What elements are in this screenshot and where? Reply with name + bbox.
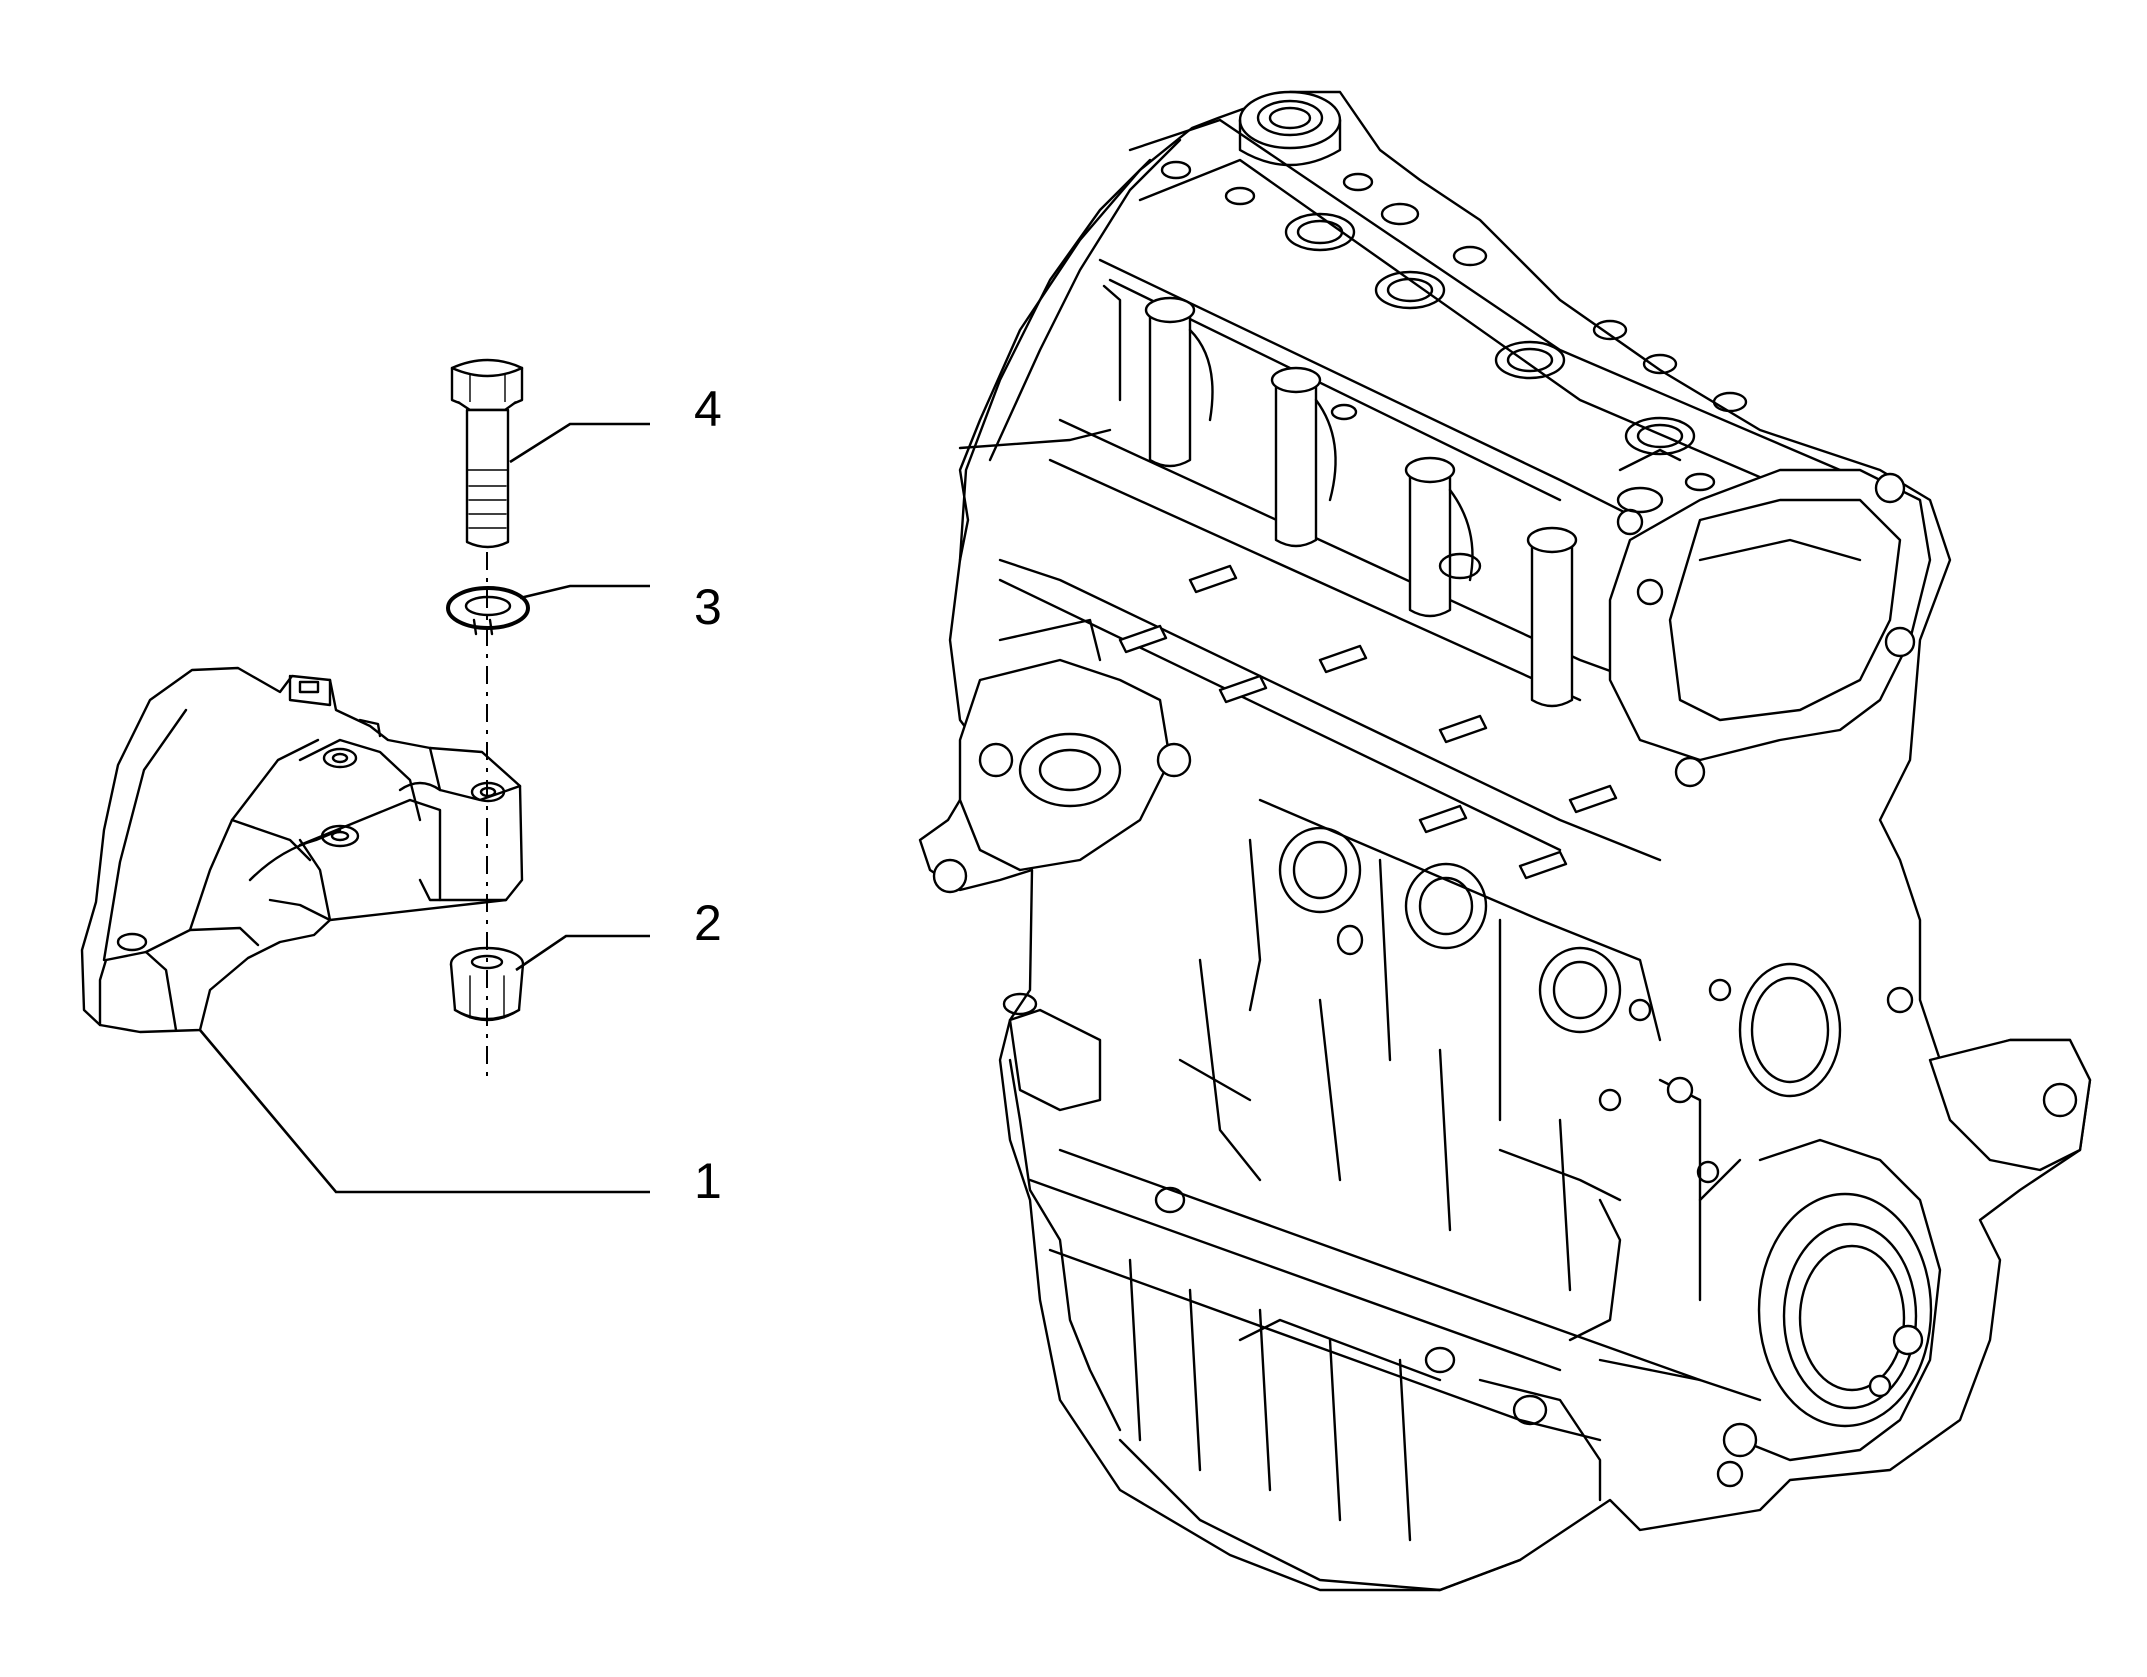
- engine-mount-bracket[interactable]: [80, 666, 524, 1034]
- manifold-studs: [1118, 564, 1618, 880]
- callout-1: 1: [694, 1153, 722, 1209]
- leader-lines: [199, 422, 650, 1194]
- callout-3: 3: [694, 579, 722, 635]
- callout-2: 2: [694, 895, 722, 951]
- hex-bolt[interactable]: [450, 358, 524, 549]
- callout-4: 4: [694, 381, 722, 437]
- engine-assembly: [918, 90, 2092, 1592]
